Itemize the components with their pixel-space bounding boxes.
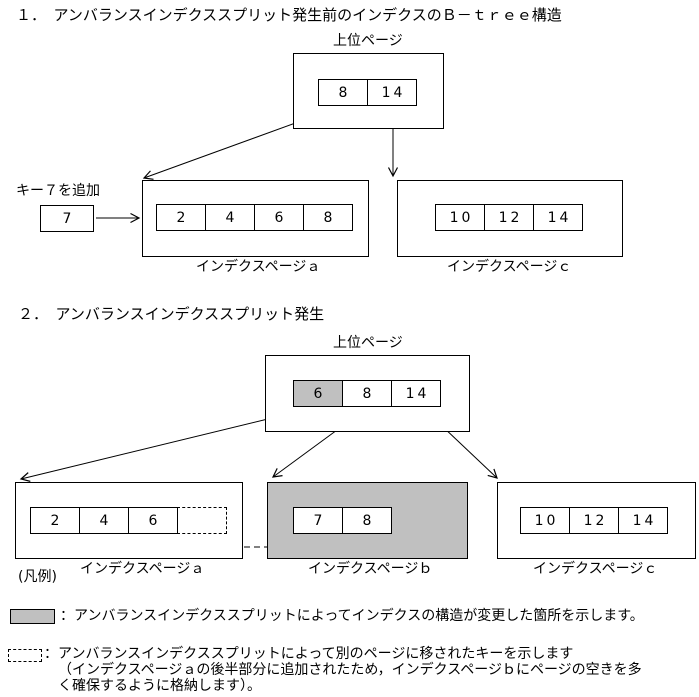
legend-dashed-swatch (8, 649, 42, 662)
legend-gray-text: ：アンバランスインデクススプリットによってインデクスの構造が変更した箇所を示しま… (60, 608, 644, 624)
key7-box: 7 (40, 205, 94, 232)
key-cell: 8 (342, 380, 392, 407)
index-page-a-cells-2: 2 4 6 (30, 507, 227, 534)
key-cell: 2 (156, 204, 206, 231)
legend-heading: (凡例) (18, 569, 57, 585)
key-add-label: キー７を追加 (16, 183, 100, 199)
index-page-b-label: インデクスページｂ (308, 561, 433, 577)
legend-dashed-text-line3: く確保するように格納します）。 (58, 678, 261, 694)
key-cell: 4 (205, 204, 255, 231)
top-page-cells-1: 8 14 (318, 79, 417, 106)
key-cell: 10 (435, 204, 485, 231)
key-cell: 6 (128, 507, 178, 534)
key-cell: 14 (533, 204, 583, 231)
upper-page-label-1: 上位ページ (333, 33, 403, 49)
section1-title: １． アンバランスインデクススプリット発生前のインデクスのＢ－ｔｒｅｅ構造 (16, 6, 562, 24)
key-cell: 14 (391, 380, 441, 407)
key-cell-highlighted: 6 (293, 380, 343, 407)
index-page-c-label-1: インデクスページｃ (447, 259, 572, 275)
key-cell: 7 (293, 507, 343, 534)
moved-key-placeholder-cell (177, 507, 227, 534)
key-cell: 10 (520, 507, 570, 534)
top-page-cells-2: 6 8 14 (293, 380, 441, 407)
index-page-a-label-2: インデクスページａ (80, 561, 205, 577)
key-cell: 12 (484, 204, 534, 231)
index-page-b-cells: 7 8 (293, 507, 392, 534)
legend-dashed-text-line2: （インデクスページａの後半部分に追加されたため，インデクスページｂにページの空き… (58, 662, 642, 678)
key-cell: 2 (30, 507, 80, 534)
key-cell: 8 (318, 79, 368, 106)
key-cell: 6 (254, 204, 304, 231)
index-page-c-label-2: インデクスページｃ (533, 561, 658, 577)
index-page-a-label-1: インデクスページａ (196, 259, 321, 275)
key-cell: 4 (79, 507, 129, 534)
section2-title: ２． アンバランスインデクススプリット発生 (18, 305, 325, 323)
legend-gray-swatch (10, 609, 55, 624)
upper-page-label-2: 上位ページ (333, 335, 403, 351)
key-cell: 12 (569, 507, 619, 534)
index-page-c-cells-2: 10 12 14 (520, 507, 668, 534)
key-cell: 8 (303, 204, 353, 231)
legend-dashed-text-line1: ：アンバランスインデクススプリットによって別のページに移されたキーを示します (44, 646, 574, 662)
key-cell: 8 (342, 507, 392, 534)
index-page-c-cells-1: 10 12 14 (435, 204, 583, 231)
index-page-a-cells-1: 2 4 6 8 (156, 204, 353, 231)
key-cell: 14 (618, 507, 668, 534)
key-cell: 14 (367, 79, 417, 106)
